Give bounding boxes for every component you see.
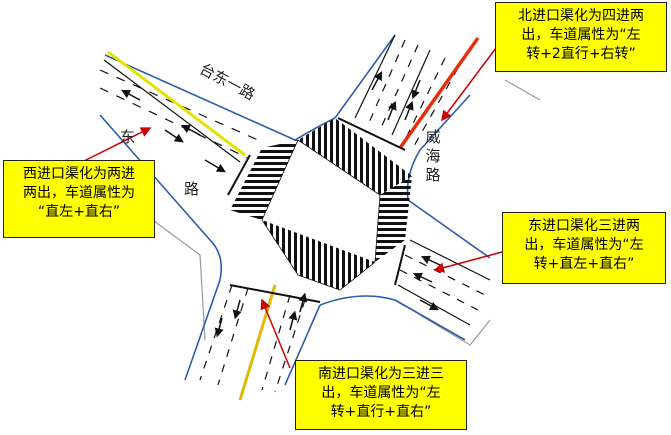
crosswalk-west [230,140,298,220]
curb-north-right [419,94,471,151]
crosswalk-north [298,118,412,195]
curb-nw-corner [294,117,336,141]
curb-south-left [184,279,221,381]
crosswalk-center-outline [261,139,381,291]
callout-west-line-3: “直左+直右” [37,204,121,220]
crosswalks [230,118,412,291]
road-label-west-char-1: 东 [120,128,136,146]
lane-lines-east [397,239,491,326]
callout-east-line-2: 出，车道属性为“左 [524,237,644,253]
road-label-weihai: 威 海 路 [424,128,442,185]
leader-south [260,298,291,369]
curb-sw-corner [209,239,223,281]
north-red-median [398,36,480,150]
callout-north-approach: 北进口渠化为四进两 出，车道属性为“左 转+2直行+右转” [495,2,667,72]
curb-north-left [334,34,396,119]
stop-line-north [337,117,406,151]
curb-nw-outer [104,54,296,141]
crosswalk-east [375,176,412,262]
west-median-line [103,59,241,163]
east-lane-arrows [412,255,441,311]
block-outline-sw [149,217,206,341]
callout-west-line-1: 西进口渠化为两进 [23,166,135,182]
callout-east-line-3: 转+直左+直右” [533,256,635,272]
block-outline-se [419,314,491,346]
callout-west-line-2: 两出，车道属性为 [23,185,135,201]
west-yellow-median [107,50,246,157]
callout-east-line-1: 东进口渠化三进两 [528,218,640,234]
callout-south-line-3: 转+直行+直右” [330,404,432,420]
crosswalk-south [262,220,375,290]
leader-east [433,251,503,273]
callout-east-approach: 东进口渠化三进两 出，车道属性为“左 转+直左+直右” [502,212,666,284]
lane-lines-west [99,69,259,159]
block-outline-ne [504,79,541,101]
leader-west [81,127,152,163]
curb-west-bottom [99,114,211,241]
curbs [99,34,491,386]
callout-south-approach: 南进口渠化为三进三 出，车道属性为“左 转+直行+直右” [295,360,467,430]
road-label-west-char-2: 路 [184,180,200,198]
callout-south-line-1: 南进口渠化为三进三 [318,366,444,382]
callout-north-line-3: 转+2直行+右转” [526,46,636,62]
stop-line-south [229,284,321,303]
block-outlines [149,79,541,346]
stop-line-west [227,154,251,196]
road-label-weihai-char-3: 路 [425,166,441,184]
leader-lines [81,47,503,369]
stop-lines [227,117,406,303]
callout-west-approach: 西进口渠化为两进 两出，车道属性为 “直左+直右” [3,160,155,238]
callout-north-line-1: 北进口渠化为四进两 [518,8,644,24]
west-lane-arrows [121,89,226,173]
road-label-weihai-char-1: 威 [425,128,441,146]
curb-se-corner [319,295,396,306]
south-yellow-median [238,284,277,401]
curb-south-right [284,304,321,386]
curb-east-bottom [394,299,466,341]
stop-line-east [394,244,406,286]
north-lane-arrows [371,71,421,121]
curb-east-top [407,199,491,259]
road-label-weihai-char-2: 海 [425,147,441,165]
callout-north-line-2: 出，车道属性为“左 [521,27,641,43]
callout-south-line-2: 出，车道属性为“左 [321,385,441,401]
leader-north [441,47,497,122]
